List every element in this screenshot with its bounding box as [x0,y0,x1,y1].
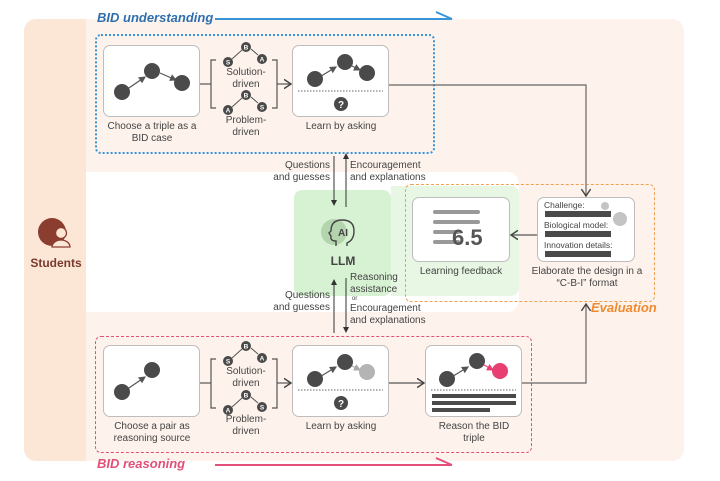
feedback-score: 6.5 [452,225,483,250]
cbi-biological-field: Biological model: [544,220,609,230]
learn-by-asking-caption-bottom: Learn by asking [305,421,377,432]
reason-graph-icon [431,353,516,412]
flow-to-cbi [389,84,586,196]
bid-reasoning-arrow [215,457,453,466]
strategy-bracket-bottom [200,358,291,409]
bid-understanding-group [95,34,435,154]
solution-driven-label-bottom: Solution-driven [226,366,266,389]
node-b: B [244,393,249,400]
svg-text:AI: AI [338,228,348,239]
learn-graph-icon-bottom [298,354,383,391]
llm-ai-icon: AI [321,219,355,246]
reason-to-cbi-flow [522,304,586,384]
node-s: S [226,359,231,366]
students-label: Students [30,256,82,270]
node-b: B [244,93,249,100]
solution-driven-nodes-bottom: S B A [223,341,267,366]
top-llm-arrows [331,153,349,207]
node-a: A [260,356,265,363]
bottom-llm-arrows [331,278,349,333]
or-label: or [352,296,358,302]
solution-driven-nodes-top: S B A [223,42,267,67]
cbi-challenge-field: Challenge: [544,200,585,210]
pair-graph-icon [114,362,160,400]
node-b: B [244,45,249,52]
cbi-caption: Elaborate the design in a“C-B-I” format [531,266,643,289]
problem-driven-nodes-bottom: A B S [223,390,267,415]
choose-pair-card [103,345,200,417]
question-icon-top: ? [334,97,348,111]
bid-understanding-arrow [215,11,453,20]
llm-panel [294,190,391,296]
question-icon-bottom: ? [334,396,348,410]
llm-label: LLM [330,254,356,268]
learn-by-asking-caption-top: Learn by asking [305,121,377,132]
evaluation-group [405,184,655,302]
node-s: S [260,405,265,412]
bid-understanding-title: BID understanding [97,10,214,25]
strategy-bracket-top [200,59,291,109]
evaluation-title: Evaluation [591,300,657,315]
node-a: A [226,108,231,115]
node-s: S [260,105,265,112]
svg-text:?: ? [338,399,344,410]
bid-reasoning-group [95,336,532,453]
node-a: A [260,57,265,64]
solution-driven-label-top: Solution-driven [226,67,266,90]
bid-reasoning-title: BID reasoning [97,456,186,471]
triple-graph-icon [114,63,190,100]
problem-driven-nodes-top: A B S [223,90,267,115]
problem-driven-label-top: Problem-driven [225,115,267,138]
problem-driven-label-bottom: Problem-driven [225,414,267,437]
students-icon [38,218,71,248]
cbi-innovation-field: Innovation details: [544,240,613,250]
feedback-lines-icon [433,210,480,244]
node-a: A [226,408,231,415]
svg-text:?: ? [338,100,344,111]
node-s: S [226,60,231,67]
learn-graph-icon-top [298,54,383,92]
cbi-decoration [545,202,627,257]
node-b: B [244,344,249,351]
learning-feedback-card [412,197,510,262]
learning-feedback-caption: Learning feedback [419,266,503,277]
